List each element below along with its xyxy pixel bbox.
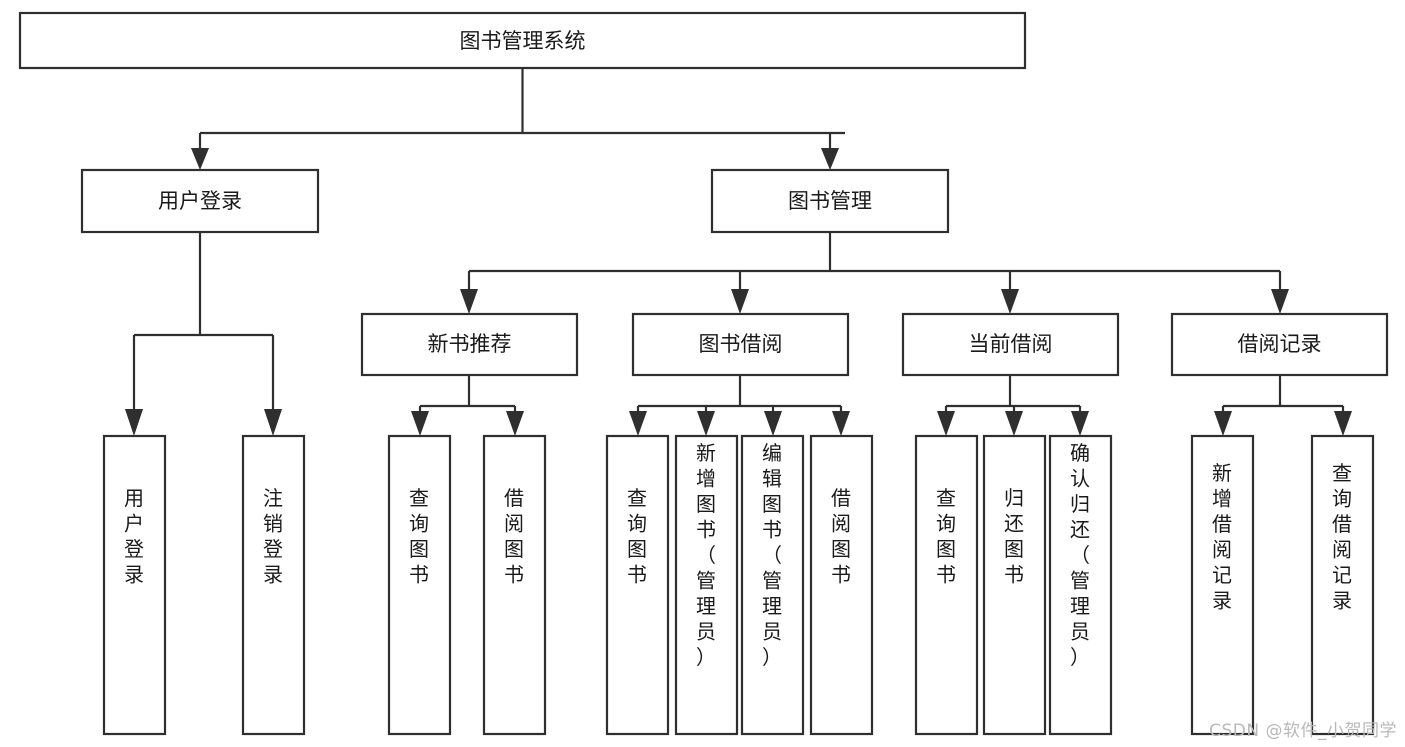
node-borrow-record[interactable]: 借阅记录 [1170,312,1389,377]
user-login-label: 用户登录 [158,189,242,213]
leaf-return-book-label: 归还图书 [1004,486,1024,587]
leaf-query-book-cb-label: 查询图书 [936,486,956,587]
leaf-add-record-box[interactable] [1190,434,1255,736]
arrowhead-leaf-confirm-return [1071,411,1089,436]
leaf-add-book-label: 新增图书（管理员） [696,441,716,669]
leaf-add-book-box[interactable] [674,434,739,736]
root-label: 图书管理系统 [460,29,586,53]
book-manage-label: 图书管理 [788,189,872,213]
leaf-confirm-return-label: 确认归还（管理员） [1070,441,1090,669]
node-new-book-rec[interactable]: 新书推荐 [360,312,579,377]
leaf-nodes: 用户登录 注销登录 查询图书 借阅图书 查询图书 新增图书（管理员） 编辑图书（… [102,434,1375,736]
new-book-rec-label: 新书推荐 [428,332,512,356]
node-current-borrow[interactable]: 当前借阅 [901,312,1120,377]
user-login-box[interactable] [80,168,320,234]
arrowhead-borrow-record [1271,289,1289,314]
arrowhead-user-login [191,148,209,170]
arrowhead-new-book-rec [460,289,478,314]
node-root[interactable]: 图书管理系统 [18,11,1027,70]
arrowhead-leaf-query-book-rec [411,411,429,436]
node-leaf-logout[interactable]: 注销登录 [241,434,306,736]
node-book-borrow[interactable]: 图书借阅 [631,312,850,377]
arrowhead-current-borrow [1001,289,1019,314]
leaf-borrow-book-rec-label: 借阅图书 [504,486,524,587]
borrow-record-box[interactable] [1170,312,1389,377]
arrowhead-leaf-add-record [1214,411,1232,436]
arrowhead-book-borrow [731,289,749,314]
leaf-query-book-rec-label: 查询图书 [409,486,429,587]
leaf-borrow-book-bb-box[interactable] [809,434,874,736]
arrowhead-leaf-return-book [1005,411,1023,436]
current-borrow-label: 当前借阅 [969,332,1053,356]
book-borrow-box[interactable] [631,312,850,377]
leaf-user-login-box[interactable] [102,434,167,736]
node-leaf-borrow-book-rec[interactable]: 借阅图书 [482,434,547,736]
arrowhead-leaf-add-book [697,411,715,436]
leaf-query-record-box[interactable] [1310,434,1375,736]
node-leaf-query-book-bb[interactable]: 查询图书 [605,434,670,736]
leaf-edit-book-box[interactable] [740,434,805,736]
root-box[interactable] [18,11,1027,70]
node-book-manage[interactable]: 图书管理 [710,168,950,234]
arrowhead-leaf-query-record [1334,411,1352,436]
arrowhead-leaf-logout [264,409,282,436]
leaf-add-record-label: 新增借阅记录 [1212,461,1232,613]
leaf-edit-book-label: 编辑图书（管理员） [762,441,782,669]
current-borrow-box[interactable] [901,312,1120,377]
leaf-logout-box[interactable] [241,434,306,736]
arrowhead-leaf-query-book-cb [937,411,955,436]
node-leaf-borrow-book-bb[interactable]: 借阅图书 [809,434,874,736]
arrowhead-leaf-borrow-book-bb [832,411,850,436]
leaf-return-book-box[interactable] [982,434,1047,736]
node-leaf-query-record[interactable]: 查询借阅记录 [1310,434,1375,736]
arrowhead-leaf-query-book-bb [629,411,647,436]
csdn-watermark: CSDN @软件_小贺同学 [1209,721,1397,741]
leaf-confirm-return-box[interactable] [1048,434,1113,736]
leaf-logout-label: 注销登录 [263,486,283,587]
node-leaf-return-book[interactable]: 归还图书 [982,434,1047,736]
leaf-query-record-label: 查询借阅记录 [1332,461,1352,613]
edge-group [125,68,1352,436]
leaf-user-login-label: 用户登录 [124,486,144,587]
node-leaf-confirm-return[interactable]: 确认归还（管理员） [1048,434,1113,736]
leaf-query-book-bb-label: 查询图书 [627,486,647,587]
new-book-rec-box[interactable] [360,312,579,377]
borrow-record-label: 借阅记录 [1238,332,1322,356]
leaf-query-book-cb-box[interactable] [914,434,979,736]
node-leaf-add-book[interactable]: 新增图书（管理员） [674,434,739,736]
node-leaf-query-book-rec[interactable]: 查询图书 [387,434,452,736]
node-leaf-add-record[interactable]: 新增借阅记录 [1190,434,1255,736]
book-borrow-label: 图书借阅 [699,332,783,356]
arrowhead-leaf-edit-book [764,411,782,436]
arrowhead-book-manage [821,148,839,170]
leaf-borrow-book-bb-label: 借阅图书 [831,486,851,587]
book-manage-box[interactable] [710,168,950,234]
arrowhead-leaf-borrow-book-rec [506,411,524,436]
arrowhead-leaf-user-login [125,409,143,436]
leaf-borrow-book-rec-box[interactable] [482,434,547,736]
node-leaf-user-login[interactable]: 用户登录 [102,434,167,736]
node-leaf-query-book-cb[interactable]: 查询图书 [914,434,979,736]
node-leaf-edit-book[interactable]: 编辑图书（管理员） [740,434,805,736]
leaf-query-book-rec-box[interactable] [387,434,452,736]
node-user-login[interactable]: 用户登录 [80,168,320,234]
leaf-query-book-bb-box[interactable] [605,434,670,736]
